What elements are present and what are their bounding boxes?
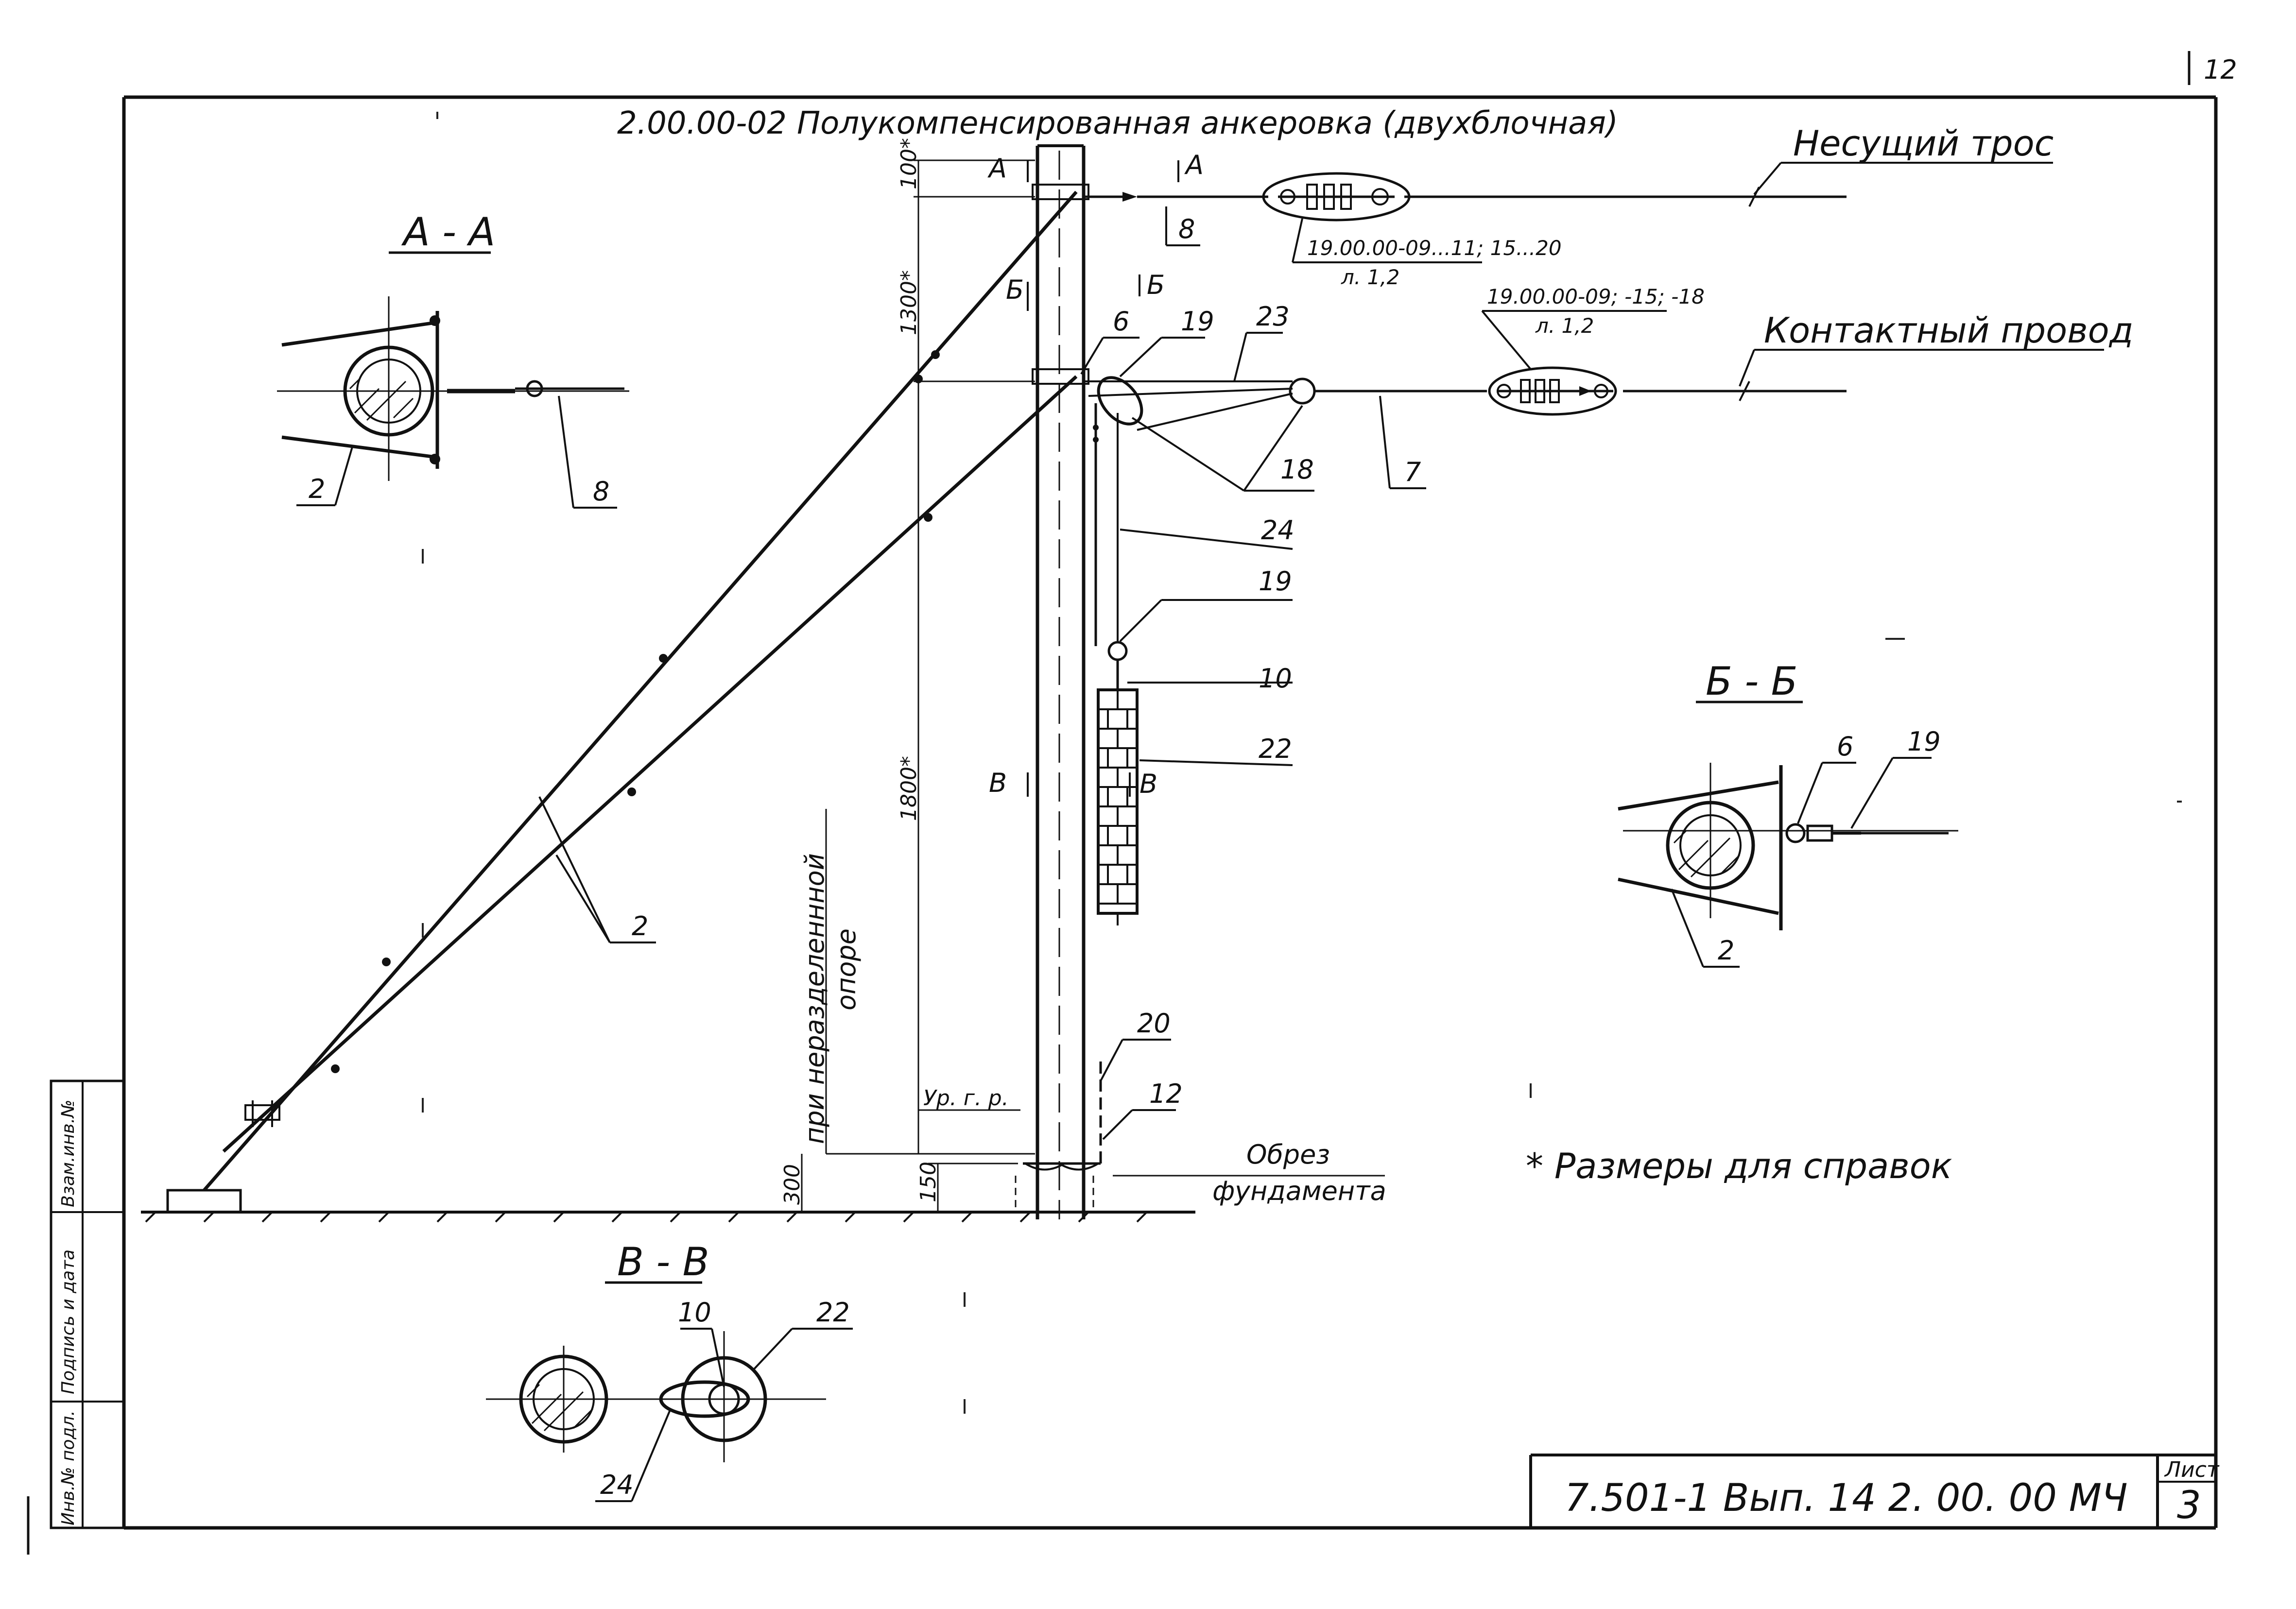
scan-marks <box>422 112 2182 1414</box>
lower-insulator-sheet: л. 1,2 <box>1535 314 1594 338</box>
section-mark-a-right: А <box>1184 150 1204 180</box>
messenger-wire-label: Несущий трос <box>1793 123 2054 164</box>
title-code: 2.00.00-02 <box>617 105 787 141</box>
section-mark-v-right: В <box>1139 769 1157 799</box>
dim-150: 150 <box>916 1162 941 1202</box>
section-bb-title: Б - Б <box>1706 659 1798 704</box>
dim-1800: 1800* <box>897 756 921 821</box>
position-8-main: 8 <box>1178 214 1195 244</box>
lower-insulator-code: 19.00.00-09; -15; -18 <box>1487 285 1705 308</box>
section-aa-detail: А - А 2 8 <box>277 209 629 509</box>
messenger-wire <box>1084 187 1847 207</box>
side-stamp-inv: Инв.№ подл. <box>58 1410 78 1525</box>
position-24-main: 24 <box>1261 515 1295 546</box>
guy-wires <box>203 190 1078 1192</box>
position-22-main: 22 <box>1259 734 1292 764</box>
lower-insulator-string <box>1488 366 1617 416</box>
section-mark-a-left: А <box>987 153 1007 184</box>
dimension-lines: 100* 1300* 1800* 300 150 при неразделенн… <box>780 138 1035 1212</box>
contact-wire-label: Контактный провод <box>1764 310 2133 351</box>
dim-300: 300 <box>780 1164 805 1205</box>
title-text: Полукомпенсированная анкеровка (двухблоч… <box>797 105 1618 141</box>
ground-line <box>141 1211 1195 1223</box>
dim-100: 100* <box>897 138 921 189</box>
position-19-lower: 19 <box>1259 566 1292 597</box>
anchor-foundation <box>166 1189 242 1214</box>
upper-insulator-string <box>1262 172 1411 222</box>
reference-note: * Размеры для справок <box>1526 1146 1952 1186</box>
section-vv-title: В - В <box>617 1239 709 1284</box>
section-aa-position-8: 8 <box>593 476 609 507</box>
position-19-main: 19 <box>1181 306 1214 337</box>
title-stamp: 7.501-1 Вып. 14 2. 00. 00 МЧ Лист 3 <box>1529 1454 2220 1528</box>
foundation-cut-1: Обрез <box>1246 1139 1330 1170</box>
section-vv-detail: В - В 10 22 24 <box>486 1239 853 1502</box>
section-mark-v-left: В <box>989 768 1007 798</box>
vertical-note-1: при неразделеннной <box>799 853 830 1144</box>
sheet-number-top: 12 <box>2204 54 2237 85</box>
stamp-code: 7.501-1 Вып. 14 2. 00. 00 МЧ <box>1565 1476 2127 1520</box>
section-vv-position-10: 10 <box>678 1297 711 1328</box>
contact-wire <box>1084 377 1847 431</box>
position-23-main: 23 <box>1256 301 1290 332</box>
position-callouts: 8 6 19 23 18 7 24 19 10 22 20 12 2 <box>538 206 1426 1140</box>
section-aa-position-2: 2 <box>309 474 325 504</box>
position-12-main: 12 <box>1149 1078 1183 1109</box>
side-stamp-replace: Взам.инв.№ <box>58 1099 78 1207</box>
section-marks: А А Б Б В В <box>987 150 1204 799</box>
section-vv-position-22: 22 <box>816 1297 850 1328</box>
section-bb-position-6: 6 <box>1837 731 1853 762</box>
vertical-note-2: опоре <box>831 928 862 1010</box>
pulley-block <box>1093 376 1143 646</box>
section-mark-b-right: Б <box>1147 270 1165 300</box>
section-bb-detail: Б - Б 6 19 2 <box>1618 659 1958 968</box>
dim-1300: 1300* <box>897 270 921 335</box>
side-stamp-sign: Подпись и дата <box>58 1250 78 1394</box>
upper-insulator-sheet: л. 1,2 <box>1341 265 1399 289</box>
upper-insulator-code: 19.00.00-09...11; 15...20 <box>1307 236 1562 260</box>
section-mark-b-left: Б <box>1006 274 1024 305</box>
drawing-frame <box>122 95 2218 1530</box>
stamp-sheet-label: Лист <box>2164 1457 2220 1482</box>
counterweight-stack <box>1097 641 1139 1164</box>
stamp-sheet-number: 3 <box>2177 1484 2201 1527</box>
position-18-main: 18 <box>1280 454 1314 485</box>
pole <box>1015 144 1101 1219</box>
position-10-main: 10 <box>1259 663 1292 694</box>
position-2-main: 2 <box>632 911 648 941</box>
section-bb-position-19: 19 <box>1907 726 1941 757</box>
ground-level-label: Ур. г. р. <box>923 1086 1009 1111</box>
section-bb-position-2: 2 <box>1718 935 1734 966</box>
foundation-cut-2: фундамента <box>1212 1176 1386 1206</box>
section-aa-title: А - А <box>401 209 495 255</box>
side-stamp: Инв.№ подл. Подпись и дата Взам.инв.№ <box>27 1079 125 1555</box>
position-20-main: 20 <box>1137 1008 1171 1039</box>
section-vv-position-24: 24 <box>600 1470 634 1500</box>
position-7-main: 7 <box>1404 457 1421 487</box>
position-6-main: 6 <box>1113 306 1129 337</box>
